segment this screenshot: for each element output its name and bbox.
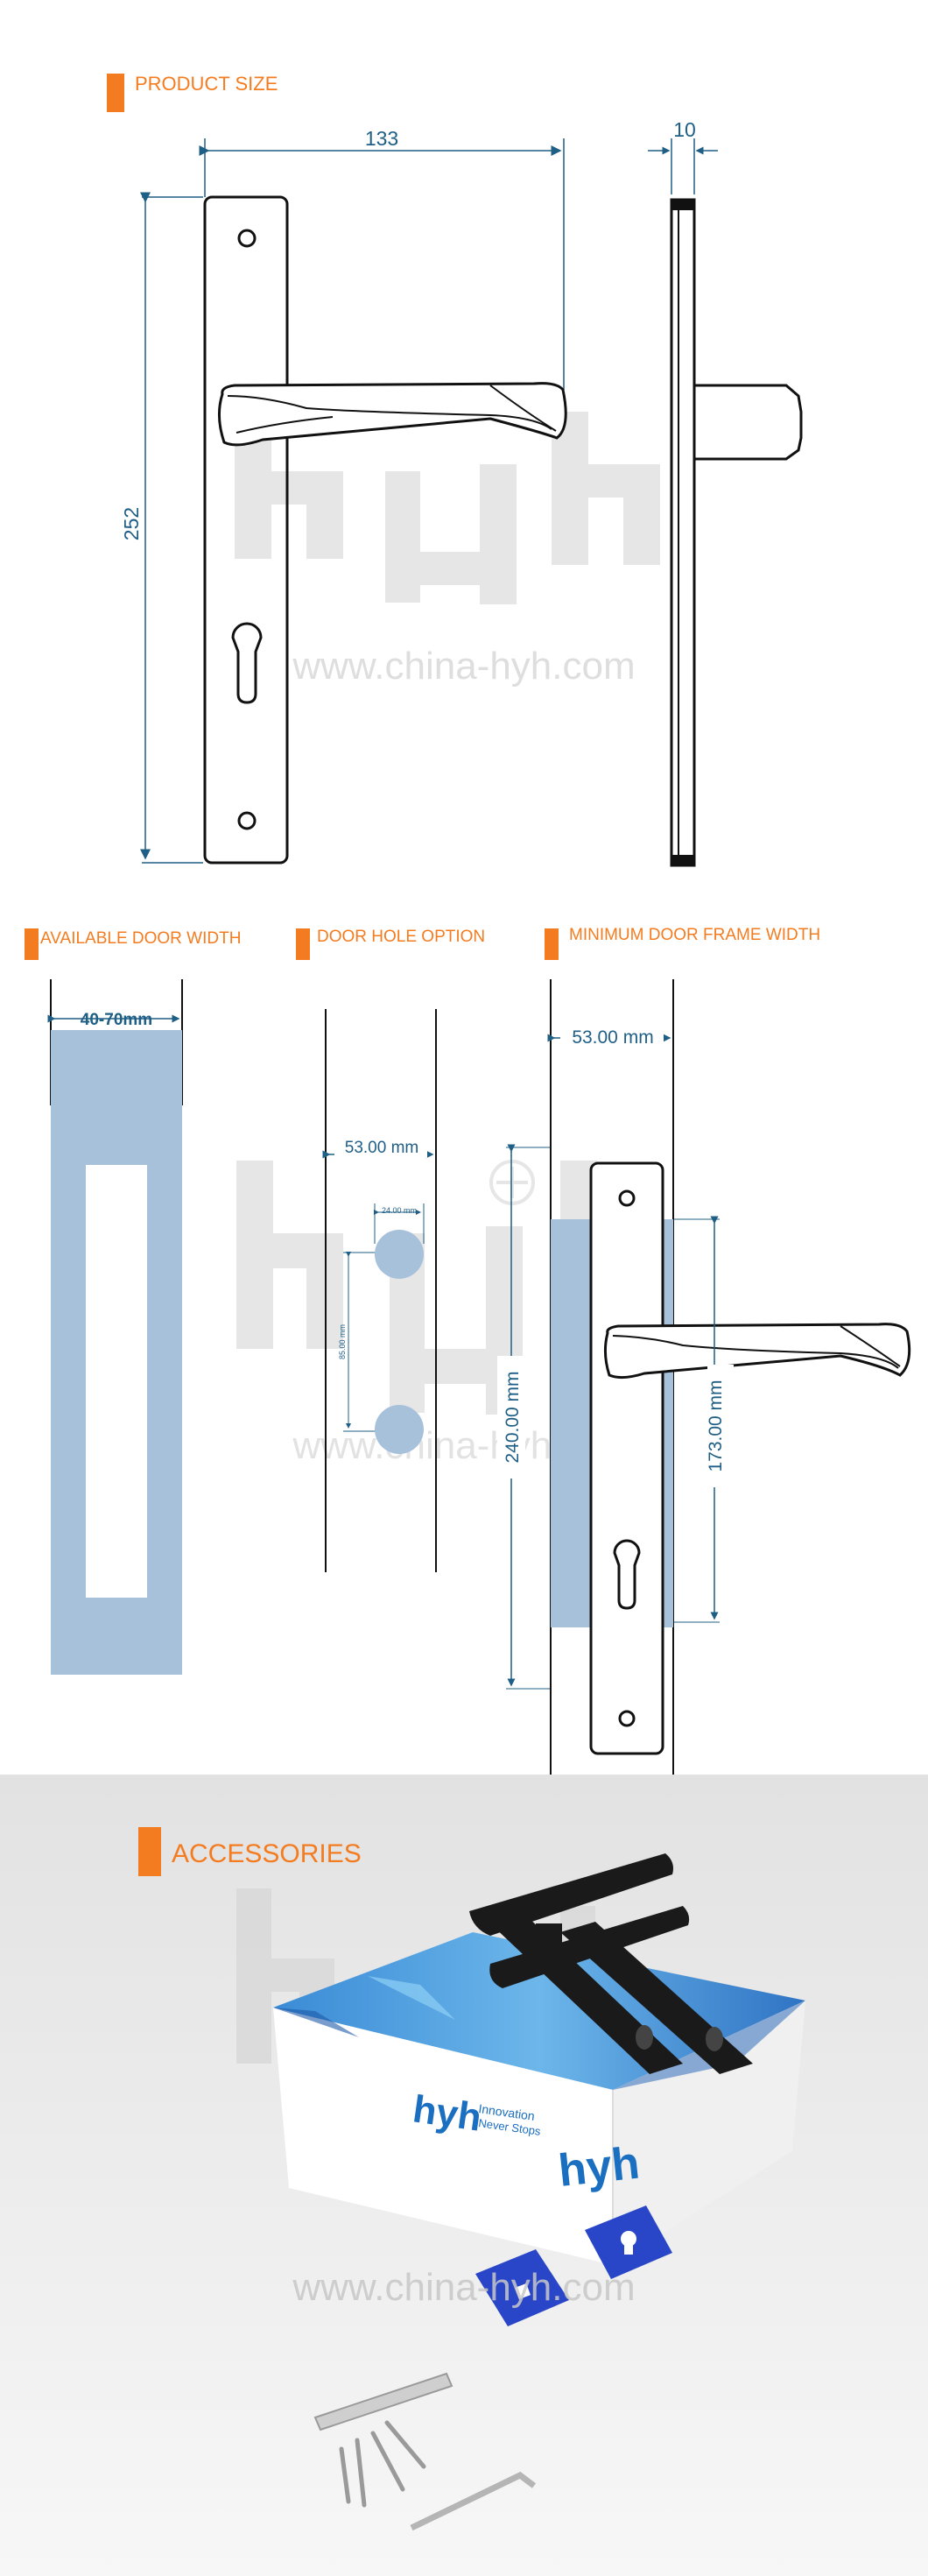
product-size-marker — [107, 74, 124, 112]
dim-depth-label: 10 — [673, 118, 696, 141]
door-width-marker — [25, 928, 39, 960]
door-width-label: 40-70mm — [81, 1011, 152, 1029]
accessories-photo: ACCESSORIES hyh Innovation Never Stops h… — [0, 1775, 928, 2576]
watermark-url-top: www.china-hyh.com — [292, 645, 635, 688]
door-width-diagram: 40-70mm — [47, 979, 183, 1675]
technical-drawing: www.china-hyh.com PRODUCT SIZE 133 252 1… — [25, 73, 911, 1775]
screws — [339, 2420, 426, 2508]
door-width-title: AVAILABLE DOOR WIDTH — [40, 929, 241, 948]
handle-to-cyl-label: 173.00 mm — [706, 1380, 726, 1471]
frame-width-title: MINIMUM DOOR FRAME WIDTH — [569, 926, 820, 944]
door-hole-title: DOOR HOLE OPTION — [317, 928, 485, 946]
accessories-title: ACCESSORIES — [172, 1839, 362, 1868]
watermark-logo-top — [235, 412, 660, 604]
black-handle-set — [469, 1853, 753, 2074]
dim-height-label: 252 — [120, 507, 143, 540]
box-side-logo: hyh — [556, 2138, 642, 2197]
box-logo: hyh — [411, 2087, 484, 2139]
frame-width-diagram: 53.00 mm 240.00 mm 173.00 mm — [497, 979, 911, 1775]
door-hole-marker — [296, 928, 310, 960]
dim-width-label: 133 — [365, 127, 398, 150]
hole-spacing-h-label: 24.00 mm — [382, 1206, 417, 1215]
product-size-title: PRODUCT SIZE — [135, 73, 278, 95]
door-hole-diagram: 53.00 mm 24.00 mm 85.00 mm — [322, 1009, 437, 1572]
hex-key — [410, 2471, 537, 2531]
spindle — [313, 2372, 453, 2431]
side-view: 10 — [648, 118, 803, 867]
front-view: 133 252 — [120, 127, 567, 865]
hole-spacing-v-label: 85.00 mm — [338, 1324, 347, 1359]
plate-length-label: 240.00 mm — [503, 1371, 523, 1463]
accessories-marker — [138, 1827, 161, 1876]
frame-width-marker — [545, 928, 559, 960]
hole-backset-label: 53.00 mm — [345, 1139, 418, 1157]
frame-backset-label: 53.00 mm — [572, 1027, 653, 1048]
watermark-url-bottom: www.china-hyh.com — [292, 2266, 635, 2309]
